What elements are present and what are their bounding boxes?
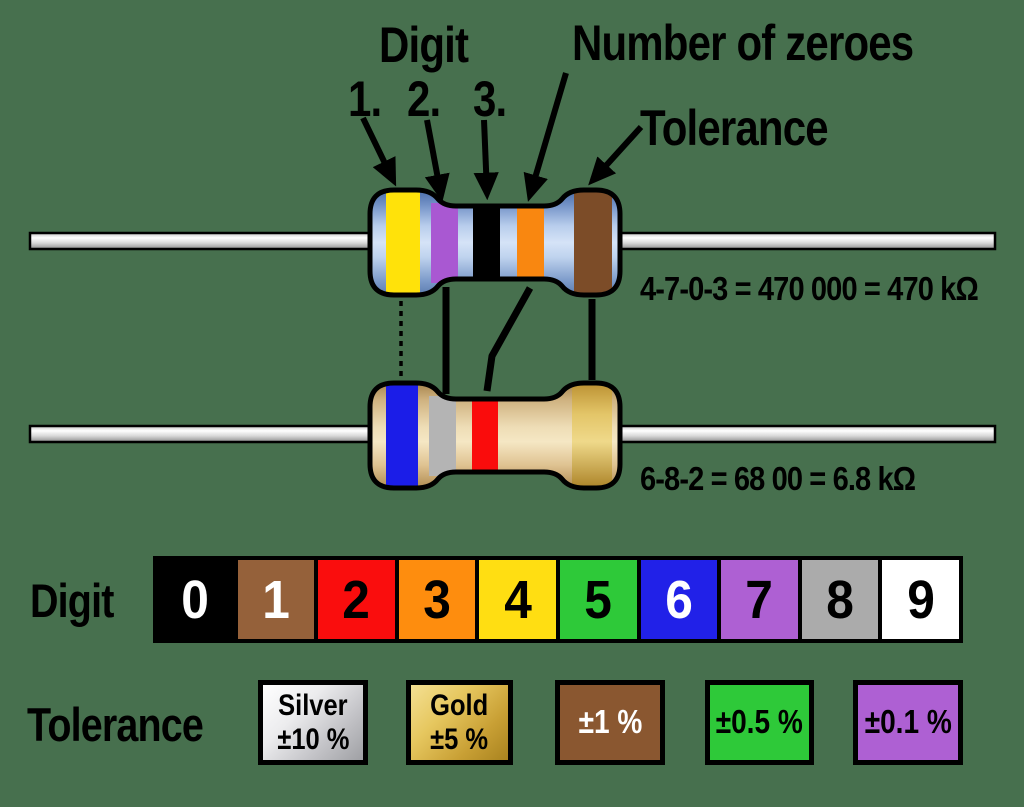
digit-cell-grey: 8 — [801, 560, 879, 639]
label-tolerance-row: Tolerance — [27, 698, 204, 751]
digit-cell-brown: 1 — [237, 560, 315, 639]
label-tolerance-top: Tolerance — [640, 100, 829, 156]
tolerance-box-value: ±5 % — [430, 722, 489, 756]
digit-cell-red: 2 — [318, 560, 395, 639]
resistor1-band-brown — [574, 190, 612, 295]
label-band-1: 1. — [348, 71, 382, 127]
resistor2-outline — [367, 380, 623, 491]
digit-value: 3 — [423, 569, 451, 630]
label-digit-row: Digit — [30, 574, 114, 627]
annotation-arrows — [360, 72, 644, 203]
digit-cell-blue: 6 — [640, 560, 718, 639]
resistor1-body — [367, 187, 623, 298]
digit-value: 1 — [262, 569, 290, 630]
resistor2-band-gold — [572, 383, 612, 488]
resistor1-band-orange — [517, 203, 544, 283]
resistor1-formula: 4-7-0-3 = 470 000 = 470 kΩ — [640, 270, 979, 307]
resistor2-body — [367, 380, 623, 491]
arrow-band1-icon — [360, 116, 397, 187]
resistor2-formula: 6-8-2 = 68 00 = 6.8 kΩ — [640, 460, 916, 497]
digit-value: 0 — [181, 569, 210, 630]
arrow-band2-icon — [424, 119, 450, 203]
resistor1-outline — [367, 187, 623, 298]
label-band-3: 3. — [473, 71, 507, 127]
resistor1-band-violet — [431, 203, 458, 283]
digit-cell-violet: 7 — [721, 560, 798, 639]
resistor2-band-red — [472, 396, 498, 476]
label-digit-top: Digit — [379, 17, 469, 73]
arrow-band3-icon — [473, 119, 499, 201]
label-number-of-zeroes: Number of zeroes — [572, 15, 914, 71]
resistor2-band-blue — [386, 383, 418, 488]
digit-cell-orange: 3 — [398, 560, 476, 639]
tolerance-box-title: Gold — [430, 688, 489, 722]
digit-value: 5 — [584, 569, 613, 630]
digit-cell-white: 9 — [882, 560, 959, 639]
label-band-2: 2. — [407, 71, 441, 127]
digit-color-table: 0 1 2 3 4 5 6 7 8 9 — [153, 556, 963, 643]
resistor1-band-yellow — [386, 190, 420, 295]
connector-line-zeroes — [483, 286, 534, 392]
digit-cell-green: 5 — [559, 560, 637, 639]
tolerance-box-value: ±10 % — [276, 722, 350, 756]
resistor2-band-grey — [429, 396, 456, 476]
tolerance-box-value: ±0.5 % — [715, 703, 804, 741]
arrow-tolerance-icon — [588, 124, 644, 186]
digit-cell-yellow: 4 — [479, 560, 556, 639]
tolerance-box-gold: Gold ±5 % — [406, 680, 513, 765]
digit-value: 8 — [826, 569, 854, 630]
tolerance-box-green: ±0.5 % — [705, 680, 814, 765]
tolerance-box-title: Silver — [278, 688, 348, 722]
tolerance-box-silver: Silver ±10 % — [258, 680, 368, 765]
digit-value: 4 — [503, 569, 532, 630]
digit-value: 7 — [745, 569, 774, 630]
arrow-zeroes-icon — [523, 72, 569, 202]
digit-value: 6 — [665, 569, 693, 630]
tolerance-box-value: ±1 % — [578, 703, 642, 741]
digit-cell-black: 0 — [157, 560, 234, 639]
digit-value: 2 — [342, 569, 371, 630]
tolerance-box-brown: ±1 % — [555, 680, 665, 765]
digit-value: 9 — [906, 569, 935, 630]
tolerance-box-violet: ±0.1 % — [853, 680, 963, 765]
tolerance-box-value: ±0.1 % — [864, 703, 952, 741]
